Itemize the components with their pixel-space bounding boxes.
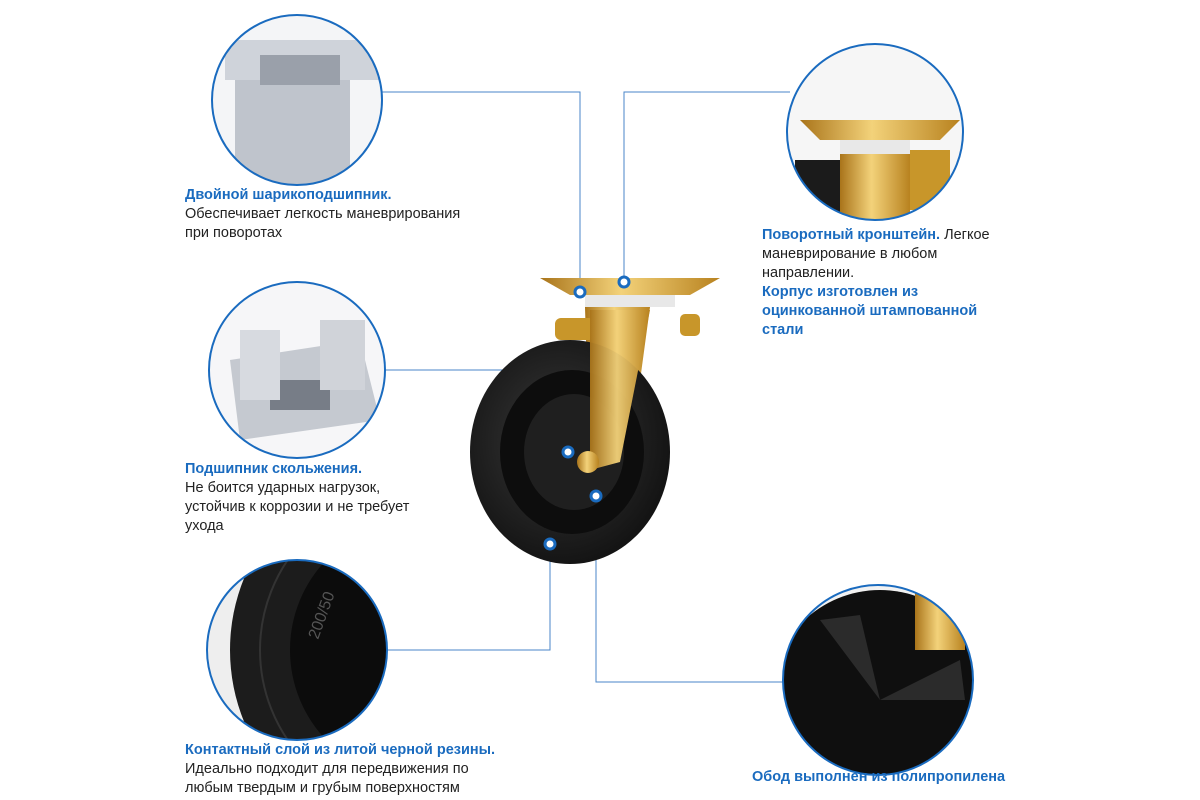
- swivel-bracket-detail-image: [786, 43, 964, 221]
- ball-bearing-title: Двойной шарикоподшипник.: [185, 187, 392, 203]
- rim-caption: Обод выполнен из полипропилена: [752, 768, 1005, 787]
- ball-bearing-caption: Двойной шарикоподшипник. Обеспечивает ле…: [185, 186, 460, 243]
- tread-detail-image: 200/50: [206, 559, 388, 741]
- caster-wheel-image: [470, 275, 720, 564]
- rim-title: Обод выполнен из полипропилена: [752, 769, 1006, 785]
- ball-bearing-text: при поворотах: [185, 225, 283, 241]
- housing-title: стали: [762, 322, 804, 338]
- slide-bearing-caption: Подшипник скольжения. Не боится ударных …: [185, 460, 409, 536]
- slide-bearing-title: Подшипник скольжения.: [185, 461, 363, 477]
- tread-caption: Контактный слой из литой черной резины. …: [185, 741, 495, 798]
- swivel-text: маневрирование в любом: [762, 246, 938, 262]
- slide-bearing-text: устойчив к коррозии и не требует: [185, 499, 410, 515]
- housing-title: оцинкованной штампованной: [762, 303, 978, 319]
- slide-bearing-detail-image: [208, 281, 386, 459]
- ball-bearing-detail-image: [211, 14, 383, 186]
- ball-bearing-text: Обеспечивает легкость маневрирования: [185, 206, 461, 222]
- slide-bearing-text: ухода: [185, 518, 224, 534]
- swivel-text: направлении.: [762, 265, 855, 281]
- swivel-caption: Поворотный кронштейн. Легкое маневрирова…: [762, 226, 990, 340]
- tread-text: любым твердым и грубым поверхностям: [185, 780, 460, 796]
- housing-title: Корпус изготовлен из: [762, 284, 919, 300]
- tread-text: Идеально подходит для передвижения по: [185, 761, 469, 777]
- swivel-title: Поворотный кронштейн.: [762, 227, 941, 243]
- swivel-text: Легкое: [940, 227, 990, 243]
- tread-title: Контактный слой из литой черной резины.: [185, 742, 496, 758]
- slide-bearing-text: Не боится ударных нагрузок,: [185, 480, 381, 496]
